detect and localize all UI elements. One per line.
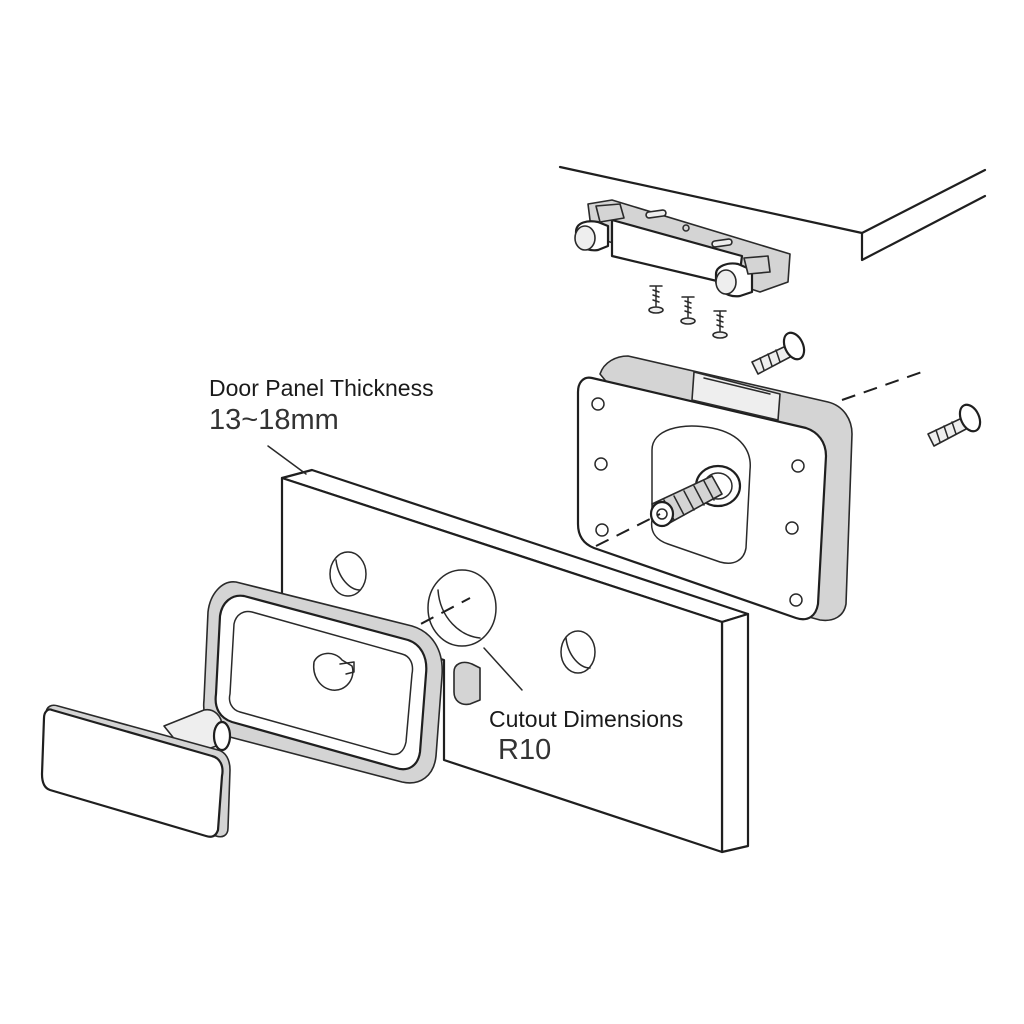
strike-screws	[648, 285, 728, 339]
threaded-spindle	[649, 475, 723, 528]
panel-thickness-title: Door Panel Thickness	[209, 375, 434, 401]
screw-axis-line	[841, 371, 923, 401]
panel-thickness-value: 13~18mm	[209, 404, 339, 436]
mounting-screw-lower	[927, 403, 982, 447]
thickness-leader-line	[267, 445, 307, 475]
cutout-leader-line	[483, 647, 523, 691]
mounting-screw-upper	[751, 331, 806, 375]
strike-plate	[574, 199, 791, 298]
cutout-dimensions-value: R10	[498, 734, 552, 766]
door-panel	[280, 468, 750, 854]
handle-knob	[40, 704, 232, 838]
cutout-dimensions-title: Cutout Dimensions	[489, 706, 684, 732]
handle-bezel	[202, 581, 481, 784]
cabinet-top-panel	[558, 165, 987, 262]
